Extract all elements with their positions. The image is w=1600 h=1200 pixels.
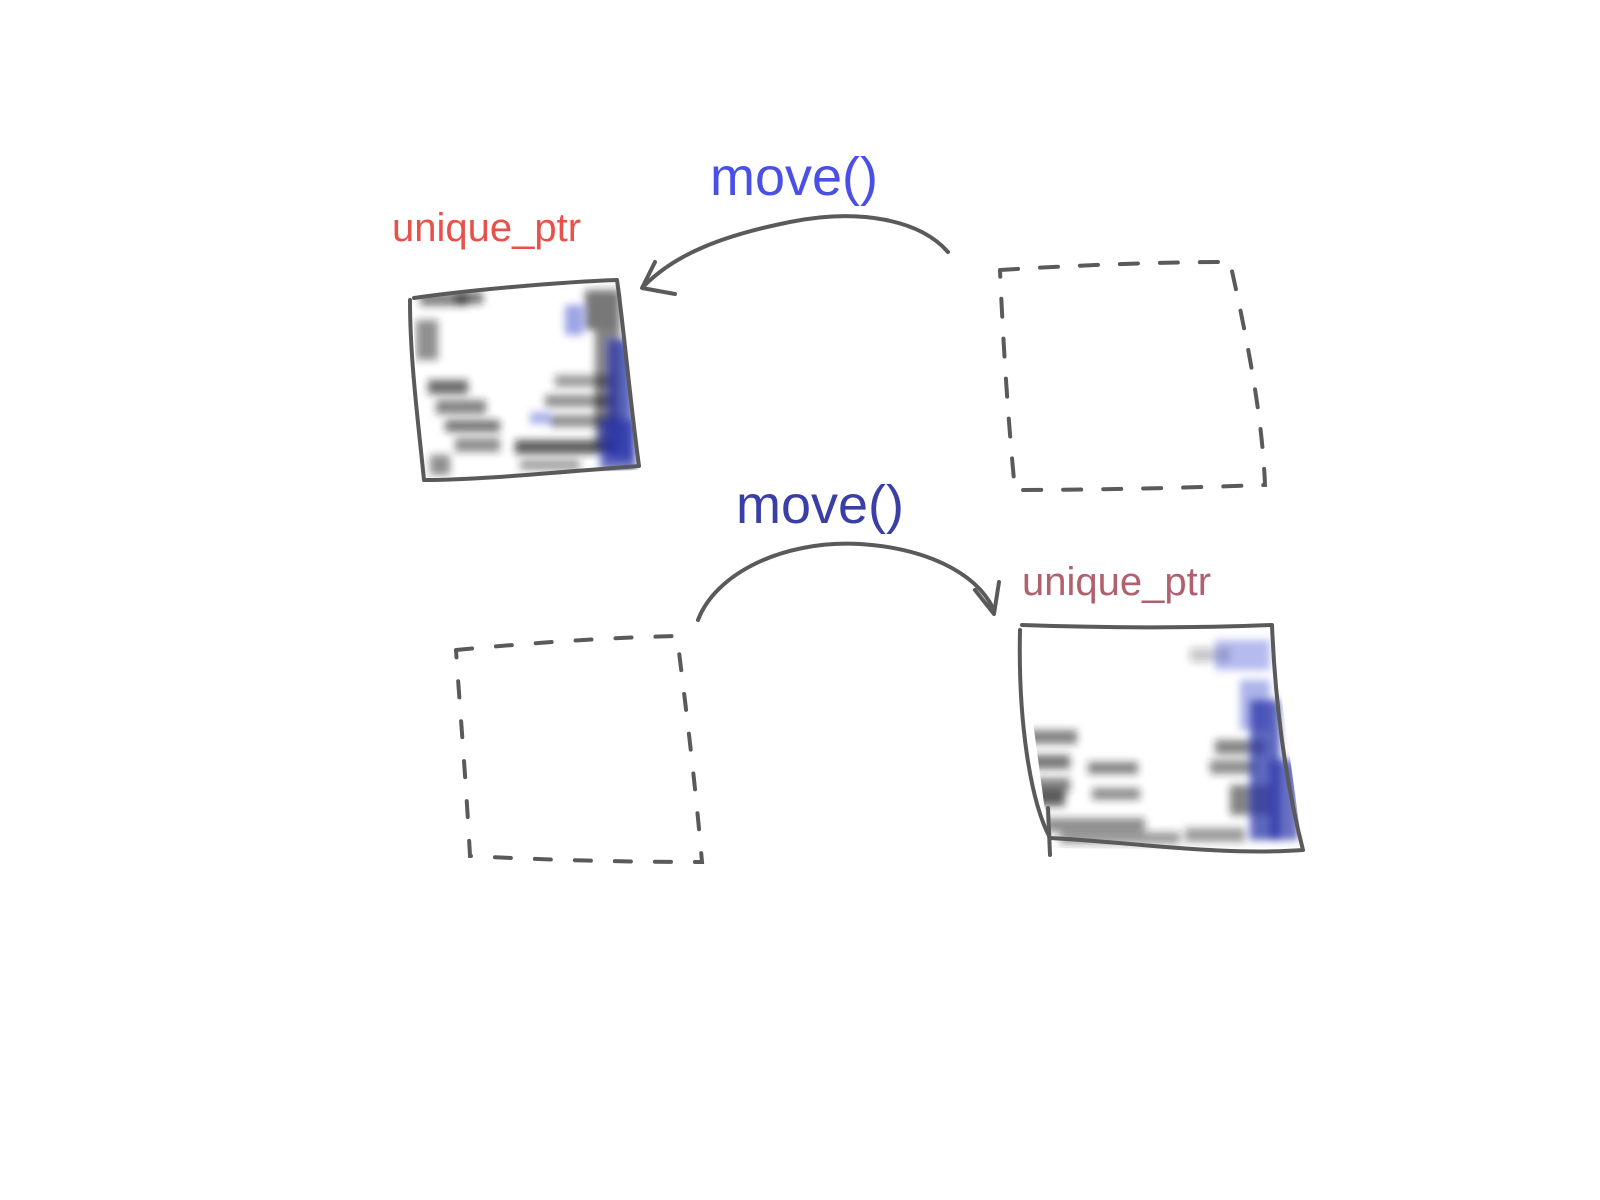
bottom-pointer-contents (1022, 640, 1298, 844)
bottom-pointer-corner-stroke (1046, 806, 1052, 857)
top-empty-box (998, 259, 1268, 493)
top-empty-outline (998, 259, 1268, 493)
bottom-empty-outline (454, 633, 705, 865)
top-pointer-box (408, 278, 641, 482)
bottom-arrow-curve (696, 541, 995, 622)
top-pointer-contents (416, 290, 636, 475)
top-arrow-head (640, 260, 677, 296)
bottom-unique-ptr-label: unique_ptr (1022, 560, 1212, 604)
bottom-pointer-outline (1017, 623, 1305, 854)
top-move-arrow (640, 214, 950, 296)
top-pointer-outline (408, 278, 641, 482)
bottom-arrow-head (973, 580, 1001, 616)
bottom-move-label: move() (736, 475, 905, 535)
top-unique-ptr-label: unique_ptr (392, 206, 582, 250)
top-arrow-curve (643, 214, 950, 287)
top-move-label: move() (710, 147, 879, 207)
bottom-empty-box (454, 633, 705, 865)
bottom-move-arrow (696, 541, 1001, 622)
bottom-pointer-box (1017, 623, 1305, 857)
